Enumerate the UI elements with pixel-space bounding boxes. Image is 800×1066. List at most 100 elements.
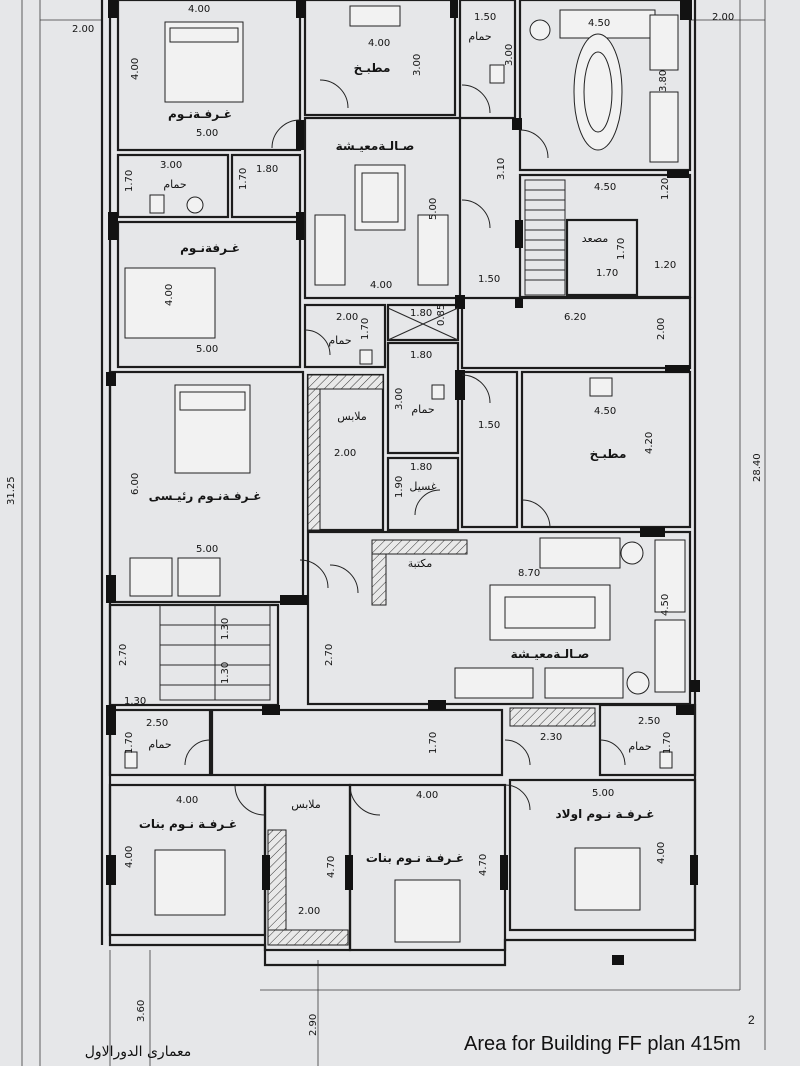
dimension-label: 1.70 (360, 318, 371, 340)
room-labels: غـرفـةنـوم مطبـخ حمام صـالـةمعيـشة حمام … (139, 30, 655, 866)
room-label: غـرفـةنـوم رئيـسى (149, 489, 262, 504)
dimension-label: 4.50 (588, 18, 610, 29)
dimension-label: 1.30 (220, 662, 231, 684)
dimension-label: 1.70 (238, 168, 249, 190)
dimension-label: 1.70 (428, 732, 439, 754)
shaft-icon (387, 307, 459, 341)
room-label: مكتبة (408, 557, 433, 570)
dimension-label: 6.00 (130, 473, 141, 495)
building-outline (100, 0, 697, 967)
toilet-icon (149, 194, 165, 214)
toilet-icon (489, 64, 505, 84)
dimension-label: 2.00 (656, 318, 667, 340)
dimension-label: 1.90 (394, 476, 405, 498)
door-swings (184, 79, 626, 816)
room-label: حمام (411, 403, 434, 416)
room-label: مطبـخ (590, 447, 627, 461)
dimension-label: 28.40 (752, 453, 763, 482)
bed-icon (154, 849, 226, 916)
dimension-label: 3.00 (504, 44, 515, 66)
architect-caption: معمارى الدورالاول (85, 1044, 192, 1060)
dimension-label: 1.20 (660, 178, 671, 200)
dimension-label: 0.85 (436, 304, 447, 326)
sink-icon (186, 196, 204, 214)
dimension-label: 1.80 (410, 462, 432, 473)
dimension-label: 5.00 (592, 788, 614, 799)
staircase-icon (524, 179, 566, 296)
dimension-label: 5.00 (196, 544, 218, 555)
dimension-label: 1.70 (662, 732, 673, 754)
dimension-label: 2.50 (638, 716, 660, 727)
dimension-label: 4.00 (656, 842, 667, 864)
room-label: حمام (468, 30, 491, 43)
plant-icon (529, 19, 551, 41)
dimension-label: 1.50 (478, 420, 500, 431)
dimension-label: 1.70 (616, 238, 627, 260)
room-label: غـرفةنـوم (180, 241, 240, 256)
room-label: غسيل (409, 480, 436, 493)
dimension-label: 3.80 (658, 70, 669, 92)
dimension-label: 4.20 (644, 432, 655, 454)
bed-icon (394, 879, 461, 943)
room-label: غـرفـةنـوم (168, 107, 232, 122)
dimension-label: 1.70 (124, 170, 135, 192)
armchair-icon (129, 557, 173, 597)
dimension-label: 2.70 (118, 644, 129, 666)
dimension-label: 1.50 (478, 274, 500, 285)
toilet-icon (124, 751, 138, 769)
room-label: حمام (163, 178, 186, 191)
area-caption: Area for Building FF plan 415m (464, 1033, 741, 1055)
dimension-label: 4.00 (176, 795, 198, 806)
sofa-icon (649, 91, 679, 163)
stove-icon (589, 377, 613, 397)
dimension-label: 4.50 (594, 406, 616, 417)
room-label: صـالـةمعيـشة (511, 647, 590, 661)
dimension-label: 8.70 (518, 568, 540, 579)
area-superscript: 2 (748, 1013, 755, 1027)
dimension-label: 4.00 (164, 284, 175, 306)
room-label: غـرفـة نـوم اولاد (556, 807, 655, 822)
armchair-icon (177, 557, 221, 597)
dimension-label: 3.60 (136, 1000, 147, 1022)
dimension-label: 4.00 (188, 4, 210, 15)
plant-icon (620, 541, 644, 565)
stove-icon (349, 5, 401, 27)
dimension-label: 5.00 (196, 128, 218, 139)
sofa-icon (417, 214, 449, 286)
dimension-label: 1.70 (596, 268, 618, 279)
dimension-label: 1.50 (474, 12, 496, 23)
plan-footer: Area for Building FF plan 415m 2 معمارى … (85, 1013, 755, 1060)
dimension-label: 2.00 (298, 906, 320, 917)
dimension-label: 2.00 (334, 448, 356, 459)
room-label: حمام (148, 738, 171, 751)
dimension-label: 1.30 (124, 696, 146, 707)
bed-icon (124, 267, 216, 339)
sofa-icon (544, 667, 624, 699)
dimension-label: 1.80 (256, 164, 278, 175)
toilet-icon (659, 751, 673, 769)
dimension-label: 5.00 (428, 198, 439, 220)
dimension-label: 4.70 (478, 854, 489, 876)
sofa-icon (454, 667, 534, 699)
dimension-label: 4.50 (660, 594, 671, 616)
hatched-walls (267, 374, 596, 946)
dimension-label: 2.90 (308, 1014, 319, 1036)
dimension-label: 4.70 (326, 856, 337, 878)
sofa-icon (654, 539, 686, 613)
room-label: مطبـخ (354, 61, 391, 75)
dimension-label: 2.00 (712, 12, 734, 23)
overall-dimension-lines (21, 0, 766, 1066)
dimension-label: 6.20 (564, 312, 586, 323)
room-label: صـالـةمعيـشة (336, 139, 415, 153)
dimension-label: 2.30 (540, 732, 562, 743)
dimension-label: 31.25 (6, 476, 17, 505)
dimension-label: 3.00 (412, 54, 423, 76)
dimension-label: 3.00 (160, 160, 182, 171)
dimension-label: 5.00 (196, 344, 218, 355)
sofa-icon (654, 619, 686, 693)
sofa-icon (314, 214, 346, 286)
room-label: غـرفـة نـوم بنات (366, 851, 464, 866)
sofa-icon (649, 14, 679, 71)
toilet-icon (359, 349, 373, 365)
